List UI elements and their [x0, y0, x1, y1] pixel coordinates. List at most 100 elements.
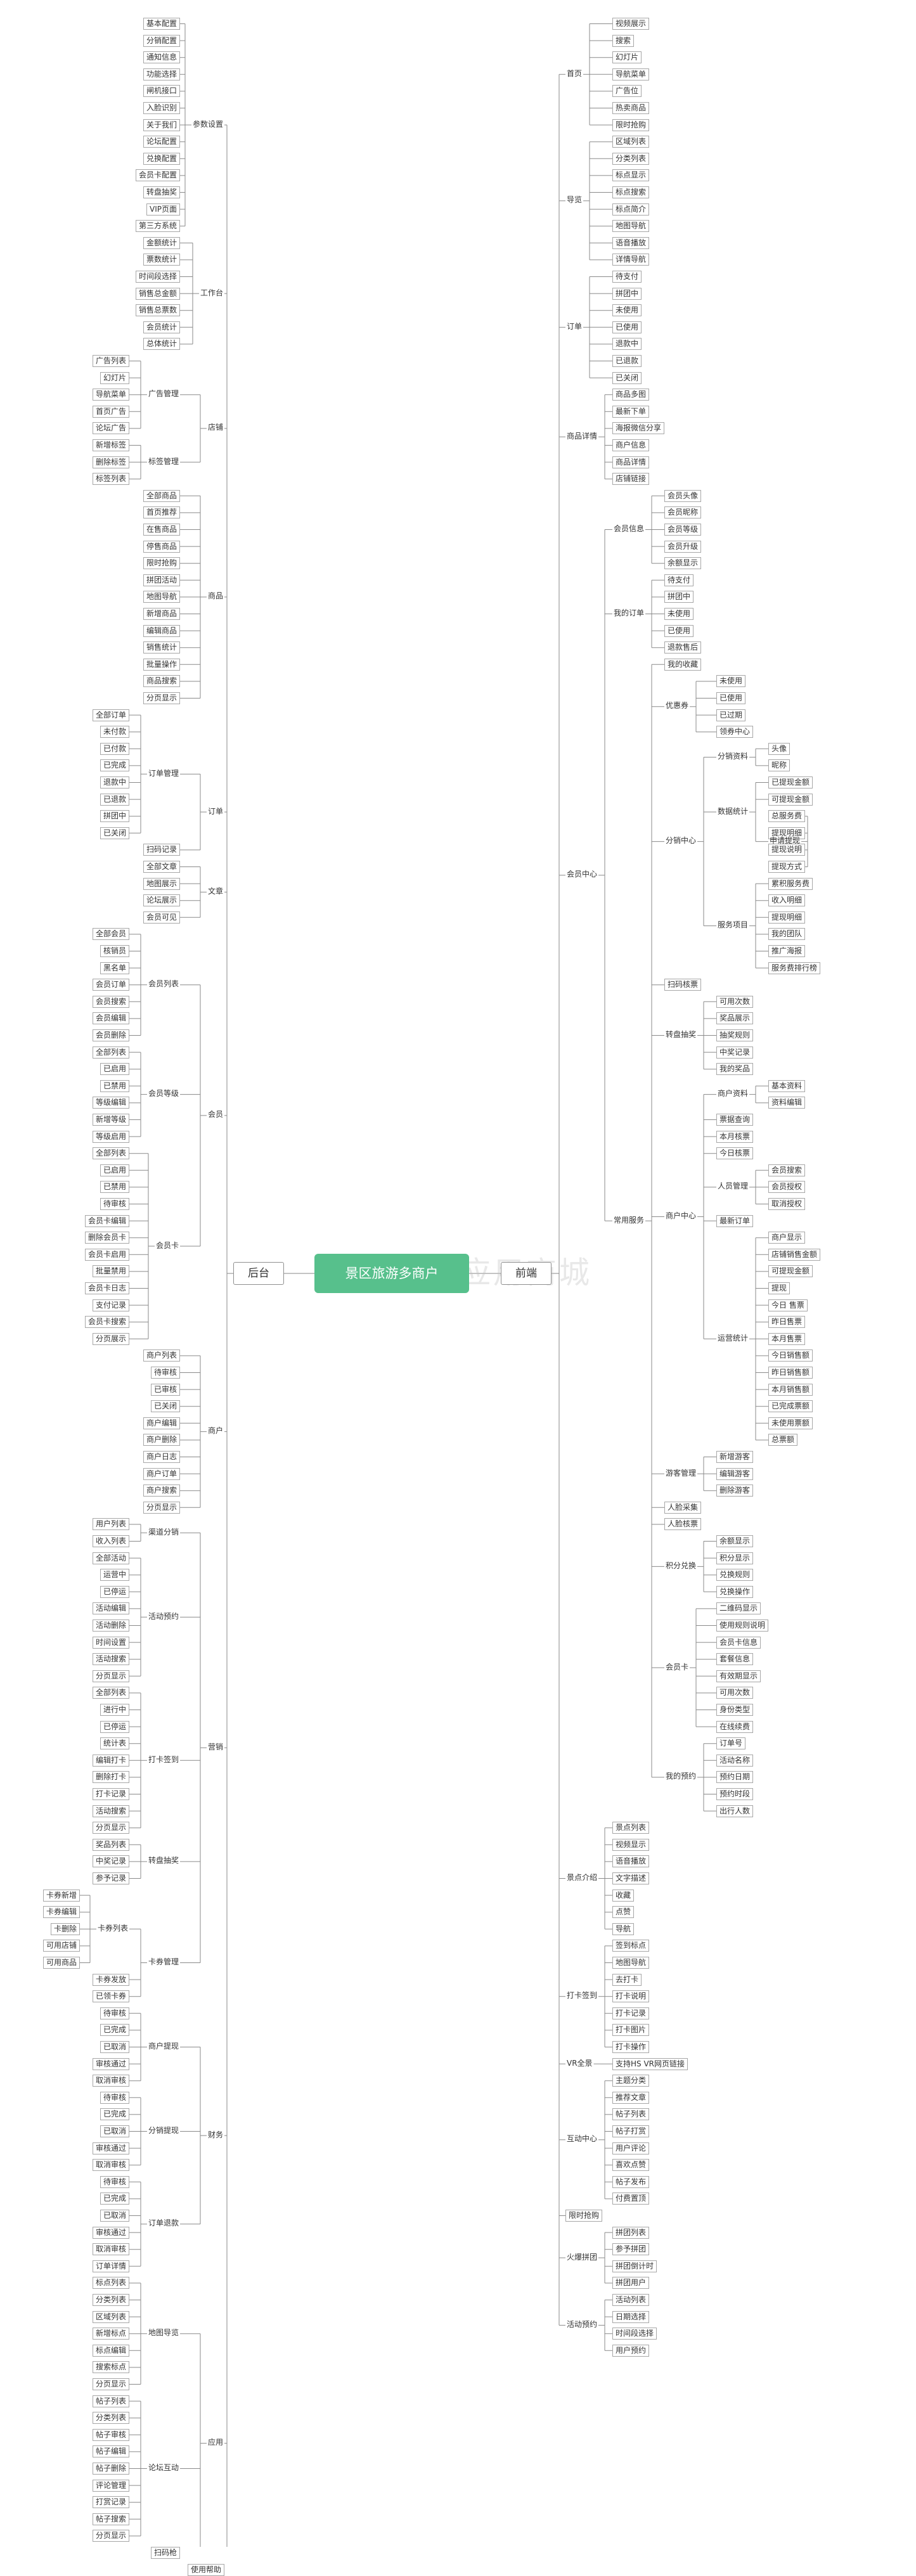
mindmap-group-right-d2[interactable]: 游客管理 — [666, 1468, 697, 1478]
mindmap-leaf-left-d1[interactable]: 基本配置 — [143, 18, 180, 30]
mindmap-group-left-d0[interactable]: 商品 — [207, 591, 223, 601]
mindmap-group-right-d3[interactable]: 运营统计 — [718, 1333, 749, 1343]
mindmap-leaf-right-d1[interactable]: 支持HS VR网页链接 — [612, 2058, 688, 2070]
mindmap-leaf-left-d1[interactable]: 地图导航 — [143, 591, 180, 603]
mindmap-leaf-right-d3[interactable]: 本月核票 — [716, 1130, 754, 1143]
mindmap-leaf-left-d2[interactable]: 全部订单 — [92, 709, 129, 721]
mindmap-leaf-right-d1[interactable]: 热卖商品 — [612, 102, 650, 114]
mindmap-leaf-left-d2[interactable]: 会员删除 — [92, 1029, 129, 1041]
mindmap-leaf-right-d1[interactable]: 日期选择 — [612, 2310, 650, 2323]
mindmap-leaf-left-d1[interactable]: 兑换配置 — [143, 152, 180, 165]
mindmap-leaf-right-d3[interactable]: 已过期 — [716, 709, 746, 721]
mindmap-leaf-left-d2[interactable]: 待审核 — [100, 1198, 129, 1210]
mindmap-leaf-right-d1[interactable]: 主题分类 — [612, 2075, 650, 2087]
mindmap-leaf-left-d1[interactable]: 总体统计 — [143, 338, 180, 351]
mindmap-leaf-right-d2[interactable]: 未使用 — [664, 608, 694, 620]
mindmap-leaf-right-d4[interactable]: 可提现金额 — [768, 793, 813, 806]
mindmap-leaf-right-d2[interactable]: 人脸核票 — [664, 1518, 702, 1531]
mindmap-leaf-right-d3[interactable]: 身份类型 — [716, 1704, 754, 1716]
mindmap-leaf-left-d2[interactable]: 会员卡搜索 — [84, 1316, 129, 1329]
mindmap-leaf-left-d2[interactable]: 打卡记录 — [92, 1788, 129, 1800]
mindmap-leaf-right-d4[interactable]: 商户显示 — [768, 1232, 806, 1244]
mindmap-leaf-left-d1[interactable]: 全部商品 — [143, 489, 180, 502]
mindmap-leaf-left-d1[interactable]: 分销配置 — [143, 34, 180, 47]
mindmap-leaf-left-d2[interactable]: 分类列表 — [92, 2294, 129, 2306]
mindmap-leaf-right-d1[interactable]: 限时抢购 — [612, 119, 650, 131]
mindmap-leaf-left-d2[interactable]: 已停运 — [100, 1720, 129, 1733]
mindmap-leaf-right-d4[interactable]: 提现 — [768, 1282, 790, 1294]
mindmap-leaf-left-d1[interactable]: 已关闭 — [150, 1400, 180, 1413]
mindmap-leaf-left-d1[interactable]: 商户列表 — [143, 1349, 180, 1362]
mindmap-leaf-right-d3[interactable]: 有效期显示 — [716, 1670, 761, 1682]
mindmap-leaf-left-d2[interactable]: 已取消 — [100, 2125, 129, 2137]
mindmap-leaf-left-d2[interactable]: 会员编辑 — [92, 1012, 129, 1025]
mindmap-leaf-left-d2[interactable]: 取消审核 — [92, 2075, 129, 2087]
mindmap-leaf-left-d1[interactable]: 地图展示 — [143, 877, 180, 890]
mindmap-leaf-right-d1[interactable]: 语音播放 — [612, 236, 650, 249]
mindmap-leaf-left-d2[interactable]: 编辑打卡 — [92, 1754, 129, 1767]
mindmap-leaf-right-d3[interactable]: 票据查询 — [716, 1114, 754, 1126]
mindmap-leaf-right-d3[interactable]: 使用规则说明 — [716, 1620, 769, 1632]
mindmap-leaf-right-d1[interactable]: 分类列表 — [612, 152, 650, 165]
mindmap-leaf-right-d1[interactable]: 拼团列表 — [612, 2226, 650, 2239]
mindmap-group-right-d1[interactable]: 我的订单 — [614, 609, 645, 617]
mindmap-leaf-right-d3[interactable]: 出行人数 — [716, 1805, 754, 1817]
mindmap-leaf-right-d2[interactable]: 会员头像 — [664, 489, 702, 502]
mindmap-leaf-right-d2[interactable]: 我的收藏 — [664, 658, 702, 671]
branch-frontend[interactable]: 前端 — [501, 1262, 552, 1285]
mindmap-leaf-right-d4[interactable]: 累积服务费 — [768, 877, 813, 890]
mindmap-group-right-d2[interactable]: 会员卡 — [666, 1662, 689, 1671]
mindmap-leaf-right-d1[interactable]: 去打卡 — [612, 1973, 642, 1986]
mindmap-group-right-d0[interactable]: 打卡签到 — [567, 1991, 598, 2000]
mindmap-leaf-right-d3[interactable]: 中奖记录 — [716, 1046, 754, 1059]
mindmap-leaf-left-d2[interactable]: 已取消 — [100, 2210, 129, 2222]
mindmap-leaf-right-d4[interactable]: 昨日售票 — [768, 1316, 806, 1329]
mindmap-leaf-right-d4[interactable]: 我的团队 — [768, 928, 806, 941]
mindmap-leaf-left-d1[interactable]: 销售总票数 — [135, 304, 180, 317]
mindmap-leaf-left-d1[interactable]: 销售总金额 — [135, 287, 180, 300]
mindmap-leaf-left-d1[interactable]: 票数统计 — [143, 254, 180, 266]
mindmap-leaf-left-d2[interactable]: 删除打卡 — [92, 1771, 129, 1784]
mindmap-leaf-left-d2[interactable]: 审核通过 — [92, 2142, 129, 2154]
mindmap-leaf-left-d2[interactable]: 新增等级 — [92, 1114, 129, 1126]
mindmap-leaf-left-d2[interactable]: 分页展示 — [92, 1332, 129, 1345]
mindmap-leaf-left-d1[interactable]: 论坛配置 — [143, 136, 180, 148]
mindmap-leaf-left-d1[interactable]: 商户订单 — [143, 1467, 180, 1480]
mindmap-group-right-d3[interactable]: 商户资料 — [718, 1089, 749, 1098]
mindmap-leaf-left-d2[interactable]: 会员卡编辑 — [84, 1214, 129, 1227]
mindmap-leaf-left-d1[interactable]: 关于我们 — [143, 119, 180, 131]
mindmap-leaf-left-d1[interactable]: 会员可见 — [143, 911, 180, 924]
mindmap-leaf-left-d2[interactable]: 已禁用 — [100, 1079, 129, 1092]
mindmap-leaf-left-d1[interactable]: 功能选择 — [143, 68, 180, 80]
mindmap-leaf-left-d2[interactable]: 等级启用 — [92, 1130, 129, 1143]
mindmap-leaf-right-d1[interactable]: 视频展示 — [612, 18, 650, 30]
mindmap-leaf-right-d1[interactable]: 导航菜单 — [612, 68, 650, 80]
mindmap-leaf-left-d2[interactable]: 未付款 — [100, 726, 129, 738]
mindmap-leaf-right-d1[interactable]: 景点列表 — [612, 1822, 650, 1834]
mindmap-leaf-right-d1[interactable]: 帖子打赏 — [612, 2125, 650, 2137]
mindmap-leaf-left-d1[interactable]: 扫码枪 — [150, 2547, 180, 2559]
mindmap-leaf-left-d1[interactable]: 全部文章 — [143, 861, 180, 873]
mindmap-leaf-right-d1[interactable]: 拼团用户 — [612, 2277, 650, 2289]
mindmap-group-left-d1[interactable]: 会员列表 — [148, 979, 179, 989]
mindmap-leaf-right-d3[interactable]: 订单号 — [716, 1737, 746, 1750]
mindmap-leaf-left-d2[interactable]: 收入列表 — [92, 1535, 129, 1547]
mindmap-leaf-left-d2[interactable]: 评论管理 — [92, 2479, 129, 2492]
mindmap-leaf-right-d5[interactable]: 提现方式 — [768, 861, 806, 873]
mindmap-leaf-left-d2[interactable]: 删除标签 — [92, 456, 129, 468]
mindmap-leaf-right-d5[interactable]: 提现明细 — [768, 827, 806, 839]
mindmap-leaf-left-d2[interactable]: 已取消 — [100, 2041, 129, 2053]
mindmap-leaf-left-d2[interactable]: 拼团中 — [100, 810, 129, 823]
mindmap-group-right-d0[interactable]: 订单 — [567, 321, 583, 331]
mindmap-leaf-right-d1[interactable]: 活动列表 — [612, 2294, 650, 2306]
mindmap-leaf-left-d1[interactable]: 已审核 — [150, 1383, 180, 1396]
mindmap-leaf-right-d4[interactable]: 店铺销售金额 — [768, 1248, 821, 1261]
mindmap-leaf-left-d2[interactable]: 退款中 — [100, 776, 129, 789]
mindmap-leaf-right-d3[interactable]: 兑换操作 — [716, 1585, 754, 1598]
mindmap-leaf-right-d1[interactable]: 已关闭 — [612, 371, 642, 384]
mindmap-leaf-right-d3[interactable]: 奖品展示 — [716, 1012, 754, 1025]
mindmap-leaf-right-d1[interactable]: 帖子发布 — [612, 2175, 650, 2188]
mindmap-group-right-d0[interactable]: 活动预约 — [567, 2319, 598, 2329]
mindmap-leaf-left-d3[interactable]: 卡券编辑 — [42, 1906, 80, 1919]
mindmap-leaf-right-d2[interactable]: 会员等级 — [664, 524, 702, 536]
